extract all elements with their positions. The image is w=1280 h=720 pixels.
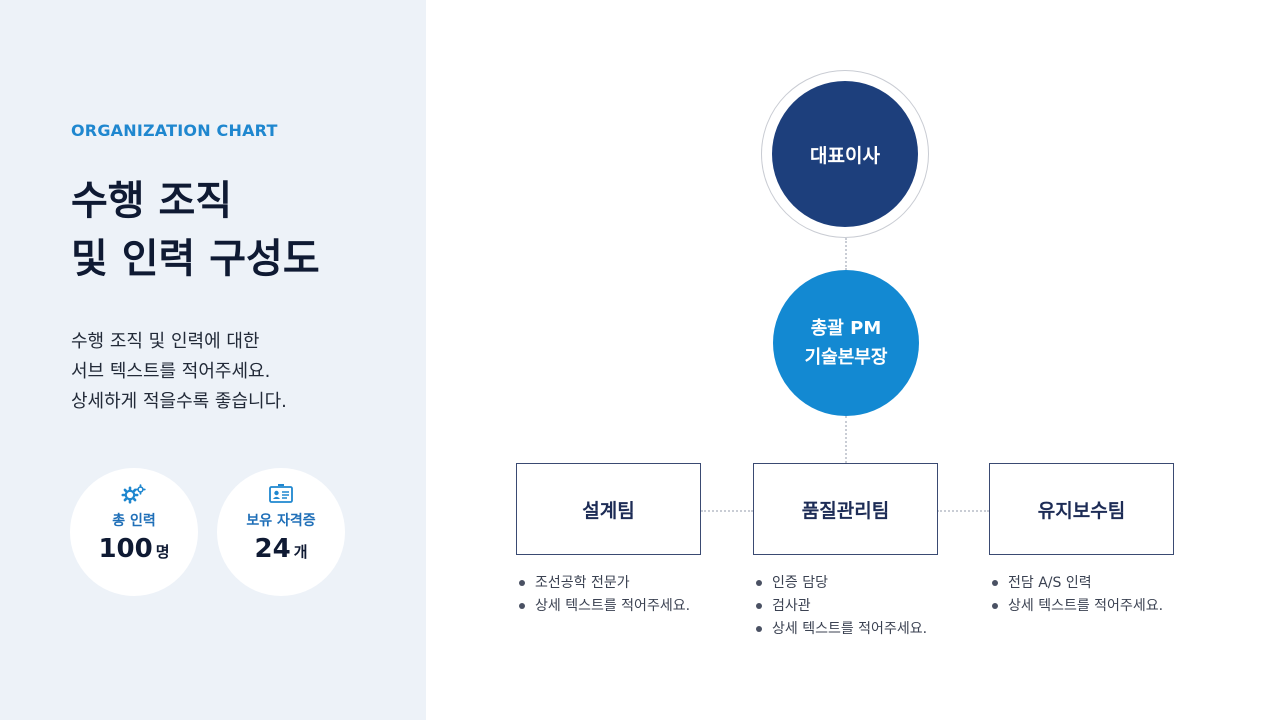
team-box-quality: 품질관리팀 <box>753 463 938 555</box>
duty-item: 상세 텍스트를 적어주세요. <box>517 595 690 618</box>
stat-unit: 개 <box>293 543 308 561</box>
id-card-icon <box>217 484 345 504</box>
duty-item: 검사관 <box>754 595 927 618</box>
page-title-line-1: 수행 조직 <box>71 178 233 224</box>
team-box-design: 설계팀 <box>516 463 701 555</box>
page-title: 수행 조직 및 인력 구성도 <box>71 172 320 288</box>
pm-node-line-2: 기술본부장 <box>804 347 888 368</box>
stat-label: 보유 자격증 <box>246 513 316 529</box>
subtitle-line-1: 수행 조직 및 인력에 대한 <box>71 331 260 352</box>
pm-node: 총괄 PM 기술본부장 <box>773 270 919 416</box>
team-duties-quality: 인증 담당 검사관 상세 텍스트를 적어주세요. <box>754 572 927 641</box>
duty-item: 상세 텍스트를 적어주세요. <box>754 618 927 641</box>
team-duties-design: 조선공학 전문가 상세 텍스트를 적어주세요. <box>517 572 690 618</box>
ceo-node: 대표이사 <box>772 81 918 227</box>
subtitle-line-3: 상세하게 적을수록 좋습니다. <box>71 391 287 412</box>
duty-item: 조선공학 전문가 <box>517 572 690 595</box>
duty-item: 인증 담당 <box>754 572 927 595</box>
connector-pm-teams <box>845 416 847 463</box>
stat-unit: 명 <box>155 543 170 561</box>
connector-team-right <box>937 510 989 512</box>
duty-item: 상세 텍스트를 적어주세요. <box>990 595 1163 618</box>
duty-item: 전담 A/S 인력 <box>990 572 1163 595</box>
stat-value: 100 <box>98 534 153 564</box>
stat-label: 총 인력 <box>112 513 156 529</box>
team-duties-maintenance: 전담 A/S 인력 상세 텍스트를 적어주세요. <box>990 572 1163 618</box>
left-panel: ORGANIZATION CHART 수행 조직 및 인력 구성도 수행 조직 … <box>0 0 426 720</box>
section-eyebrow: ORGANIZATION CHART <box>71 121 278 140</box>
stat-value: 24 <box>254 534 291 564</box>
pm-node-line-1: 총괄 PM <box>810 318 882 339</box>
team-box-maintenance: 유지보수팀 <box>989 463 1174 555</box>
connector-ceo-pm <box>845 238 847 270</box>
connector-team-left <box>701 510 753 512</box>
page-subtitle: 수행 조직 및 인력에 대한 서브 텍스트를 적어주세요. 상세하게 적을수록 … <box>71 327 287 417</box>
page-title-line-2: 및 인력 구성도 <box>71 236 320 282</box>
gears-icon <box>70 484 198 504</box>
subtitle-line-2: 서브 텍스트를 적어주세요. <box>71 361 271 382</box>
